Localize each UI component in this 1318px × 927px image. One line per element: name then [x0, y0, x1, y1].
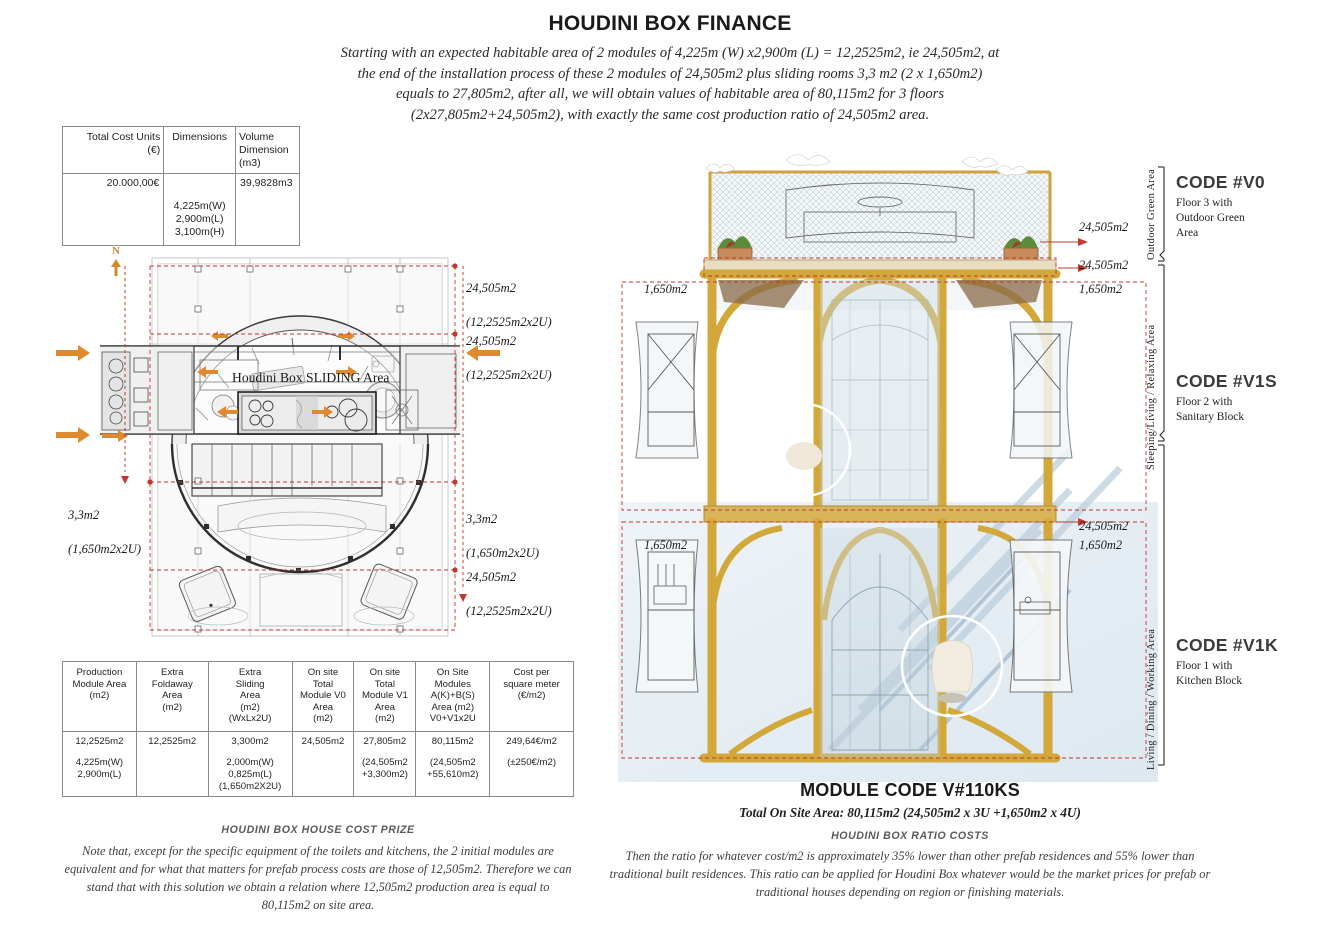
value: 249,64€/m2	[506, 736, 557, 747]
plan-svg	[100, 257, 460, 637]
header-cost-per-sqm: Cost per square meter (€/m2)	[489, 661, 574, 732]
subvalue: 4,225m(W) 2,900m(L)	[75, 756, 124, 780]
value: 24,505m2	[301, 736, 345, 747]
plan-callout-left-slide: 3,3m2 (1,650m2x2U)	[68, 490, 141, 558]
header-total-cost: Total Cost Units (€)	[61, 125, 165, 175]
render-dimension-overlay	[621, 238, 1147, 759]
header-extra-foldaway-area: Extra Foldaway Area (m2)	[135, 661, 209, 732]
floor-bracket-lines	[1158, 166, 1165, 766]
cell-total-cost: 20.000,00€	[61, 173, 165, 247]
code-block-v1s: CODE #V1S Floor 2 with Sanitary Block	[1176, 371, 1277, 425]
module-code-block: MODULE CODE V#110KS Total On Site Area: …	[600, 780, 1220, 821]
page-title: HOUDINI BOX FINANCE	[548, 12, 792, 35]
compass-arrow-icon	[111, 259, 121, 276]
plan-right-arrow	[466, 345, 500, 361]
code-desc-v0: Floor 3 with Outdoor Green Area	[1176, 197, 1245, 239]
value: 80,115m2	[431, 736, 474, 747]
table-header-row: Production Module Area (m2) Extra Foldaw…	[62, 661, 574, 732]
code-title-v1s: CODE #V1S	[1176, 371, 1277, 391]
plan-callout-top-2: 24,505m2 (12,2525m2x2U)	[466, 316, 552, 384]
right-caption-block: HOUDINI BOX RATIO COSTS Then the ratio f…	[600, 830, 1220, 902]
header-onsite-total-v0: On site Total Module V0 Area (m2)	[291, 661, 355, 732]
header-dimensions: Dimensions	[163, 125, 237, 175]
cell-extra-sliding-area: 3,300m2 2,000m(W) 0,825m(L) (1,650m2X2U)	[207, 731, 293, 797]
left-caption-block: HOUDINI BOX HOUSE COST PRIZE Note that, …	[62, 824, 574, 915]
sliding-area-label: Houdini Box SLIDING Area	[232, 370, 390, 385]
header-production-module-area: Production Module Area (m2)	[62, 661, 137, 732]
cell-onsite-modules: 80,115m2 (24,505m2 +55,610m2)	[415, 731, 491, 797]
header-onsite-total-v1: On site Total Module V1 Area (m2)	[353, 661, 417, 732]
title-block: HOUDINI BOX FINANCE Starting with an exp…	[330, 12, 1010, 126]
right-caption-body: Then the ratio for whatever cost/m2 is a…	[609, 849, 1211, 899]
value: 3,300m2	[231, 736, 269, 747]
total-cost-table: Total Cost Units (€) Dimensions Volume D…	[61, 125, 300, 247]
plan-callout-bottom-1: 24,505m2 (12,2525m2x2U)	[466, 552, 552, 620]
plan-callout-right-slide: 3,3m2 (1,650m2x2U)	[466, 494, 539, 562]
render-area-v1k-right: 24,505m2	[1079, 519, 1129, 533]
table-header-row: Total Cost Units (€) Dimensions Volume D…	[61, 125, 300, 175]
header-volume: Volume Dimension (m3)	[235, 125, 300, 175]
bracket-label-living-dining: Living / Dining / Working Area	[1146, 628, 1157, 770]
render-area-v1k-slide-r: 1,650m2	[1079, 538, 1123, 552]
render-area-v1s-slide-l: 1,650m2	[644, 282, 688, 296]
callout-sub: (12,2525m2x2U)	[466, 315, 552, 329]
callout-main: 24,505m2	[466, 334, 517, 348]
north-compass: N	[108, 246, 124, 282]
callout-sub: (12,2525m2x2U)	[466, 604, 552, 618]
render-area-v1k-slide-l: 1,650m2	[644, 538, 688, 552]
render-svg	[618, 154, 1158, 782]
right-caption-heading: HOUDINI BOX RATIO COSTS	[831, 830, 989, 842]
code-block-v0: CODE #V0 Floor 3 with Outdoor Green Area	[1176, 172, 1265, 240]
bracket-label-sleeping-living: Sleeping/Living / Relaxing Area	[1146, 324, 1157, 470]
cell-extra-foldaway-area: 12,2525m2	[135, 731, 209, 797]
bracket-label-outdoor-green-area: Outdoor Green Area	[1146, 168, 1157, 260]
plan-callout-lines	[121, 263, 467, 631]
callout-main: 24,505m2	[466, 570, 517, 584]
cell-onsite-total-v0: 24,505m2	[291, 731, 355, 797]
cell-dimensions: 4,225m(W) 2,900m(L) 3,100m(H)	[163, 173, 237, 247]
render-area-v1s-right: 24,505m2	[1079, 258, 1129, 272]
cell-volume: 39,9828m3	[235, 173, 300, 247]
header-onsite-modules: On Site Modules A(K)+B(S) Area (m2) V0+V…	[415, 661, 491, 732]
cell-onsite-total-v1: 27,805m2 (24,505m2 +3,300m2)	[353, 731, 417, 797]
module-3d-render	[600, 150, 1170, 790]
table-row: 20.000,00€ 4,225m(W) 2,900m(L) 3,100m(H)…	[61, 173, 300, 247]
header-extra-sliding-area: Extra Sliding Area (m2) (WxLx2U)	[207, 661, 293, 732]
plan-side-arrows	[56, 345, 90, 443]
floor-plan-drawing: N	[100, 246, 460, 648]
subvalue: 2,000m(W) 0,825m(L) (1,650m2X2U)	[218, 756, 282, 792]
subvalue: (24,505m2 +55,610m2)	[427, 756, 479, 780]
cell-cost-per-sqm: 249,64€/m2 (±250€/m2)	[489, 731, 574, 797]
callout-sub: (12,2525m2x2U)	[466, 368, 552, 382]
callout-main: 3,3m2	[466, 512, 498, 526]
value: 12,2525m2	[148, 736, 197, 747]
render-area-v0-right: 24,505m2	[1079, 220, 1129, 234]
code-desc-v1k: Floor 1 with Kitchen Block	[1176, 660, 1243, 687]
callout-main: 3,3m2	[68, 508, 100, 522]
left-caption-body: Note that, except for the specific equip…	[64, 844, 572, 912]
compass-label: N	[112, 245, 120, 257]
render-area-v1s-slide-r: 1,650m2	[1079, 282, 1123, 296]
callout-sub: (1,650m2x2U)	[68, 542, 142, 556]
subvalue: (±250€/m2)	[507, 756, 557, 768]
module-code-subtitle: Total On Site Area: 80,115m2 (24,505m2 x…	[739, 805, 1081, 820]
module-code-title: MODULE CODE V#110KS	[800, 780, 1020, 800]
left-caption-heading: HOUDINI BOX HOUSE COST PRIZE	[221, 824, 415, 836]
intro-paragraph: Starting with an expected habitable area…	[340, 45, 1000, 124]
code-block-v1k: CODE #V1K Floor 1 with Kitchen Block	[1176, 635, 1278, 689]
callout-sub: (1,650m2x2U)	[466, 546, 540, 560]
code-desc-v1s: Floor 2 with Sanitary Block	[1176, 396, 1245, 423]
plan-callout-top-1: 24,505m2 (12,2525m2x2U)	[466, 263, 552, 331]
callout-main: 24,505m2	[466, 281, 517, 295]
table-row: 12,2525m2 4,225m(W) 2,900m(L) 12,2525m2 …	[62, 731, 574, 797]
cell-production-module-area: 12,2525m2 4,225m(W) 2,900m(L)	[62, 731, 137, 797]
module-area-table: Production Module Area (m2) Extra Foldaw…	[62, 661, 574, 797]
value: 27,805m2	[363, 736, 407, 747]
code-title-v1k: CODE #V1K	[1176, 635, 1278, 655]
code-title-v0: CODE #V0	[1176, 172, 1265, 192]
value: 12,2525m2	[75, 736, 124, 747]
subvalue: (24,505m2 +3,300m2)	[361, 756, 408, 780]
